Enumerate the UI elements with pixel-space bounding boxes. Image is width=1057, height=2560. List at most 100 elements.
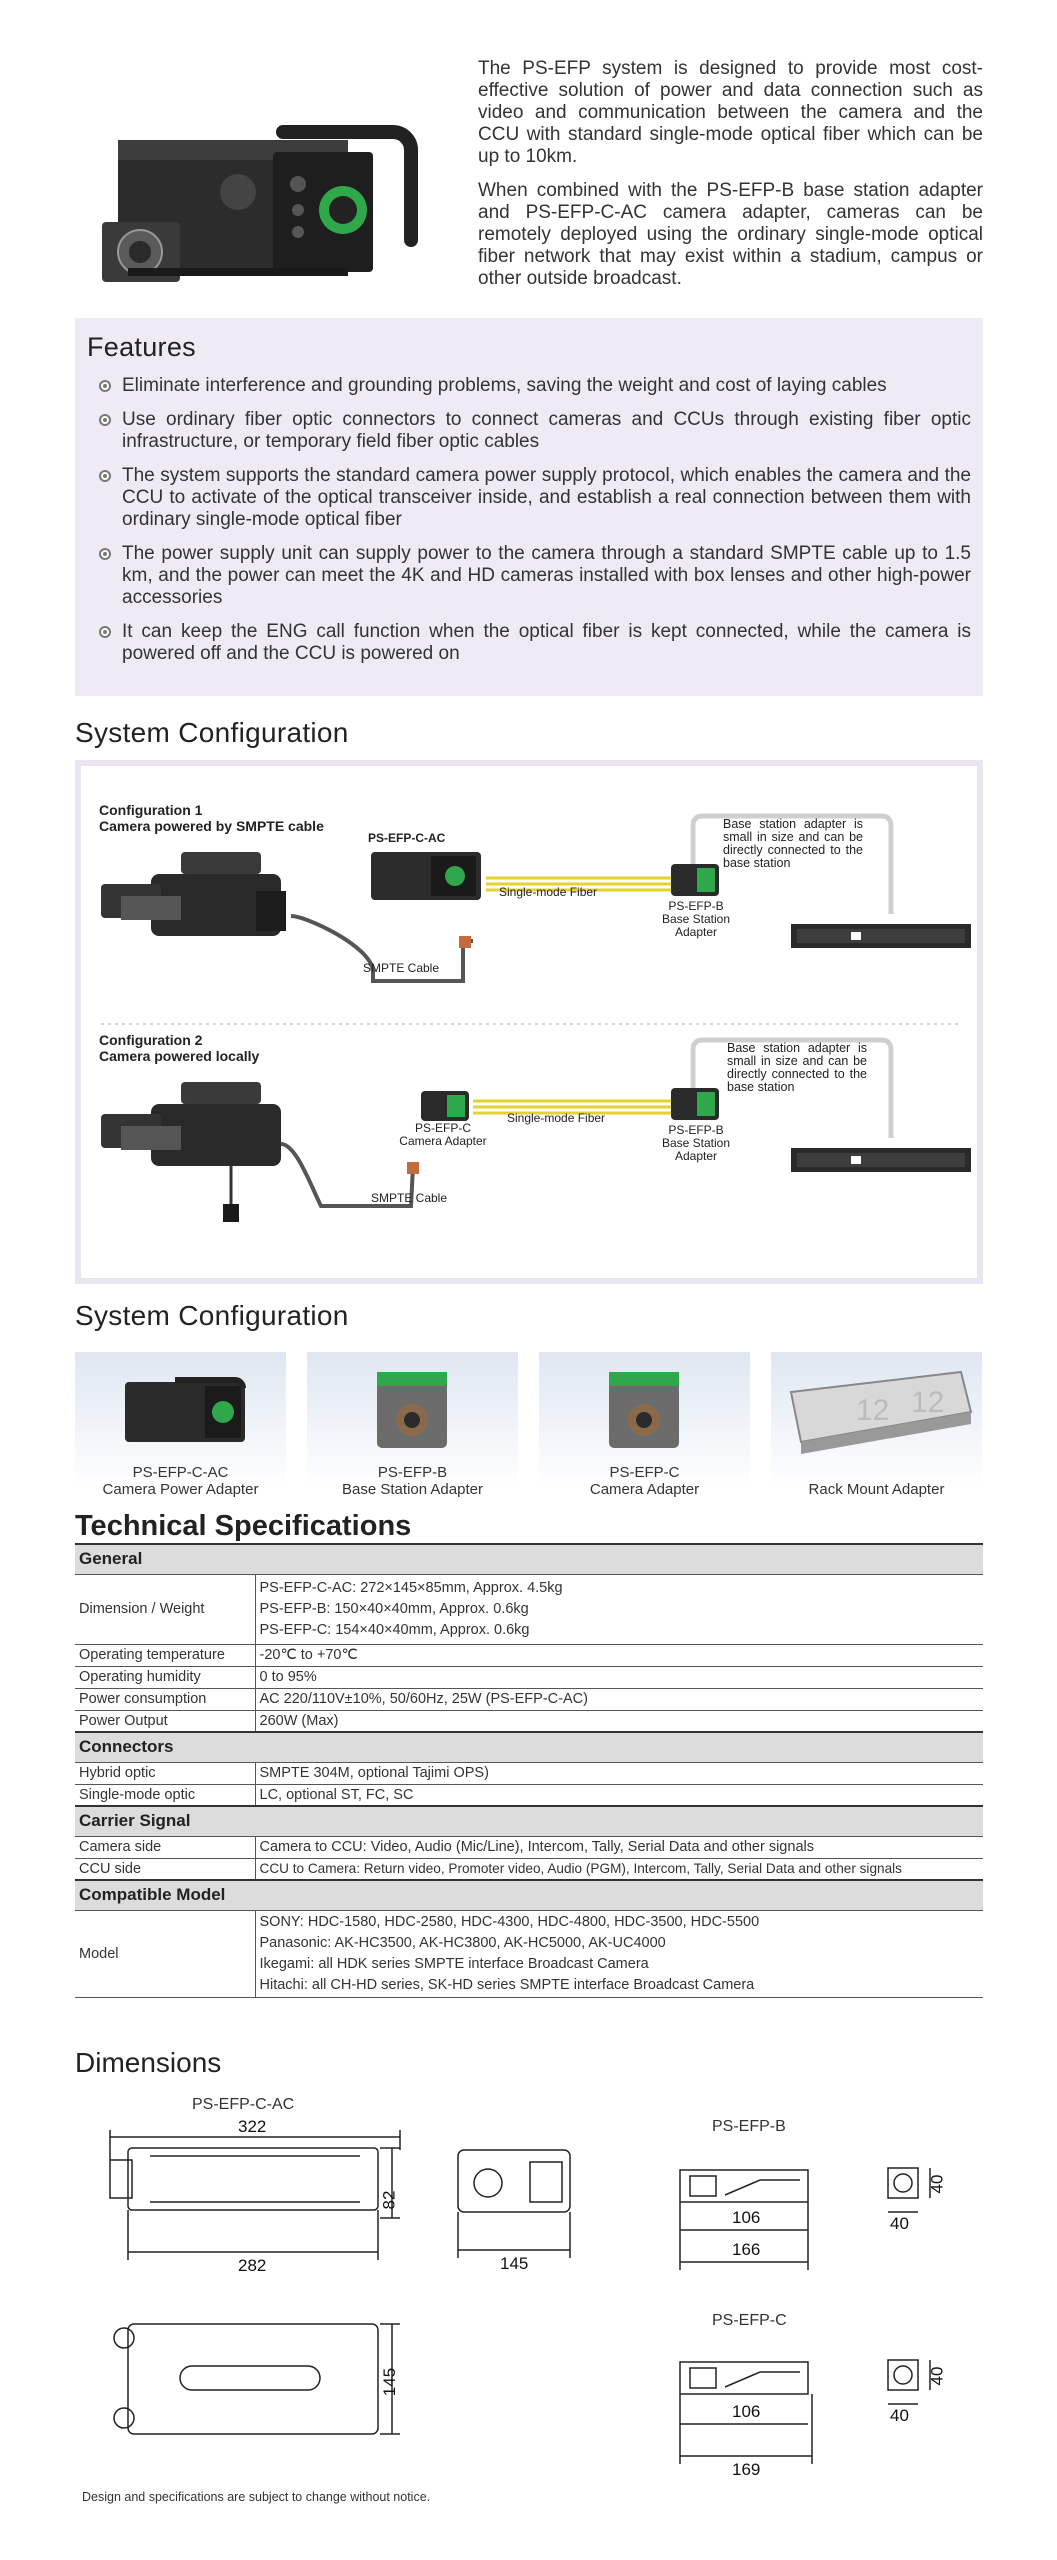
dim-value: 40 [927,2174,947,2194]
feature-item: The system supports the standard camera … [99,465,971,531]
spec-value: PS-EFP-C-AC: 272×145×85mm, Approx. 4.5kg… [255,1574,983,1645]
spec-value-line: PS-EFP-C-AC: 272×145×85mm, Approx. 4.5kg [259,1579,563,1596]
rack-unit-2 [791,1148,971,1172]
spec-section-header: Carrier Signal [75,1805,983,1837]
config2-fiber-label: Single-mode Fiber [507,1111,606,1125]
config2-cable-label: SMPTE Cable [371,1191,448,1205]
spec-key: Dimension / Weight [75,1574,256,1645]
ps-efp-c-ac-image [125,1377,246,1442]
product-card-rack: 12 12 Rack Mount Adapter [771,1352,982,1500]
spec-value: AC 220/110V±10%, 50/60Hz, 25W (PS-EFP-C-… [255,1688,983,1711]
features-list: Eliminate interference and grounding pro… [87,375,971,665]
bullet-icon [99,380,111,392]
bullet-icon [99,626,111,638]
spec-title: Technical Specifications [75,1510,412,1542]
feature-text: The system supports the standard camera … [122,465,971,530]
feature-text: Eliminate interference and grounding pro… [122,375,887,396]
dim-caption-b: PS-EFP-B [712,2118,786,2135]
intro-paragraph-1: The PS-EFP system is designed to provide… [478,58,983,167]
spec-section-header: Connectors [75,1731,983,1763]
product-caption-line1: PS-EFP-C-AC [132,1464,229,1481]
feature-item: Eliminate interference and grounding pro… [99,375,971,397]
config2-base-label-2: Base Station Adapter [661,1136,731,1163]
product-caption-line2: Camera Power Adapter [102,1481,259,1498]
system-config-diagram: Configuration 1 Camera powered by SMPTE … [75,760,983,1284]
ps-efp-b-image [377,1372,447,1448]
config2-base-label: PS-EFP-B Base Station Adapter [641,1124,751,1163]
config2-note: Base station adapter is small in size an… [727,1041,867,1094]
config2-title-line1: Configuration 2 [99,1032,203,1048]
spec-key: Single-mode optic [75,1784,256,1807]
spec-section-compatible: Compatible Model [75,1879,983,1911]
config2-title-line2: Camera powered locally [99,1048,260,1064]
broadcast-camera-1 [101,852,286,936]
spec-key: Operating humidity [75,1666,256,1689]
product-caption: PS-EFP-C Camera Adapter [539,1464,750,1498]
spec-section-header: Compatible Model [75,1879,983,1911]
spec-key: Hybrid optic [75,1762,256,1785]
config1-base-label-1: PS-EFP-B [668,899,724,913]
spec-key: Model [75,1910,256,1998]
table-row: Hybrid optic SMPTE 304M, optional Tajimi… [75,1762,983,1785]
spec-value: CCU to Camera: Return video, Promoter vi… [255,1858,983,1881]
config-diagram-graphic [101,813,971,1222]
config2-adapter-label-1: PS-EFP-C [414,1121,471,1135]
product-caption-line2: Camera Adapter [589,1481,700,1498]
config1-fiber-label: Single-mode Fiber [499,885,598,899]
spec-section-carrier: Carrier Signal [75,1805,983,1837]
intro-paragraph-2: When combined with the PS-EFP-B base sta… [478,180,983,289]
config2-title: Configuration 2 Camera powered locally [99,1032,259,1064]
spec-value: Camera to CCU: Video, Audio (Mic/Line), … [255,1836,983,1859]
product-card-c: PS-EFP-C Camera Adapter [539,1352,750,1500]
config1-title: Configuration 1 Camera powered by SMPTE … [99,802,324,834]
table-row: Power Output 260W (Max) [75,1710,983,1733]
spec-table: General Dimension / Weight PS-EFP-C-AC: … [75,1543,983,1998]
product-caption-line1: PS-EFP-B [377,1464,448,1481]
spec-value: SONY: HDC-1580, HDC-2580, HDC-4300, HDC-… [255,1910,983,1998]
dimensions-title: Dimensions [75,2047,222,2078]
ps-efp-b-unit-2 [671,1088,719,1120]
product-caption: PS-EFP-B Base Station Adapter [307,1464,518,1498]
spec-value-line: Panasonic: AK-HC3500, AK-HC3800, AK-HC50… [259,1934,666,1951]
spec-value: LC, optional ST, FC, SC [255,1784,983,1807]
dim-value: 166 [732,2240,761,2259]
features-title: Features [87,332,196,362]
product-caption: Rack Mount Adapter [771,1481,982,1498]
config1-note: Base station adapter is small in size an… [723,817,863,870]
feature-item: Use ordinary fiber optic connectors to c… [99,409,971,453]
svg-text:12: 12 [911,1386,944,1419]
dim-value: 40 [927,2366,947,2386]
spec-value-line: Hitachi: all CH-HD series, SK-HD series … [259,1976,755,1993]
rack-unit-1 [791,924,971,948]
dim-value: 40 [890,2406,909,2425]
spec-value-line: SONY: HDC-1580, HDC-2580, HDC-4300, HDC-… [259,1913,760,1930]
config2-adapter-label-2: Camera Adapter [399,1134,487,1148]
features-panel: Features Eliminate interference and grou… [75,318,983,696]
spec-key: Power Output [75,1710,256,1733]
broadcast-camera-2 [101,1082,281,1166]
table-row: Dimension / Weight PS-EFP-C-AC: 272×145×… [75,1574,983,1645]
products-title: System Configuration [75,1300,349,1331]
product-photo-ps-efp-c-ac [98,92,428,312]
dim-value: 282 [238,2256,267,2275]
spec-section-general: General [75,1543,983,1575]
ps-efp-b-unit-1 [671,864,719,896]
ps-efp-c-ac-unit-1 [371,852,481,900]
spec-value-line: Ikegami: all HDK series SMPTE interface … [259,1955,649,1972]
bullet-icon [99,548,111,560]
dim-value: 322 [238,2117,267,2136]
config2-base-label-1: PS-EFP-B [668,1123,724,1137]
dim-value: 169 [732,2460,761,2479]
dim-value: 106 [732,2208,761,2227]
dim-value: 106 [732,2402,761,2421]
dim-value: 40 [890,2214,909,2233]
dim-value: 82 [379,2190,399,2210]
feature-item: The power supply unit can supply power t… [99,543,971,609]
spec-value: SMPTE 304M, optional Tajimi OPS) [255,1762,983,1785]
table-row: Camera side Camera to CCU: Video, Audio … [75,1836,983,1859]
dim-caption-c: PS-EFP-C [712,2312,787,2329]
dim-value: 145 [380,2367,400,2397]
table-row: Operating temperature -20℃ to +70℃ [75,1644,983,1667]
ps-efp-c-image [609,1372,679,1448]
feature-item: It can keep the ENG call function when t… [99,621,971,665]
